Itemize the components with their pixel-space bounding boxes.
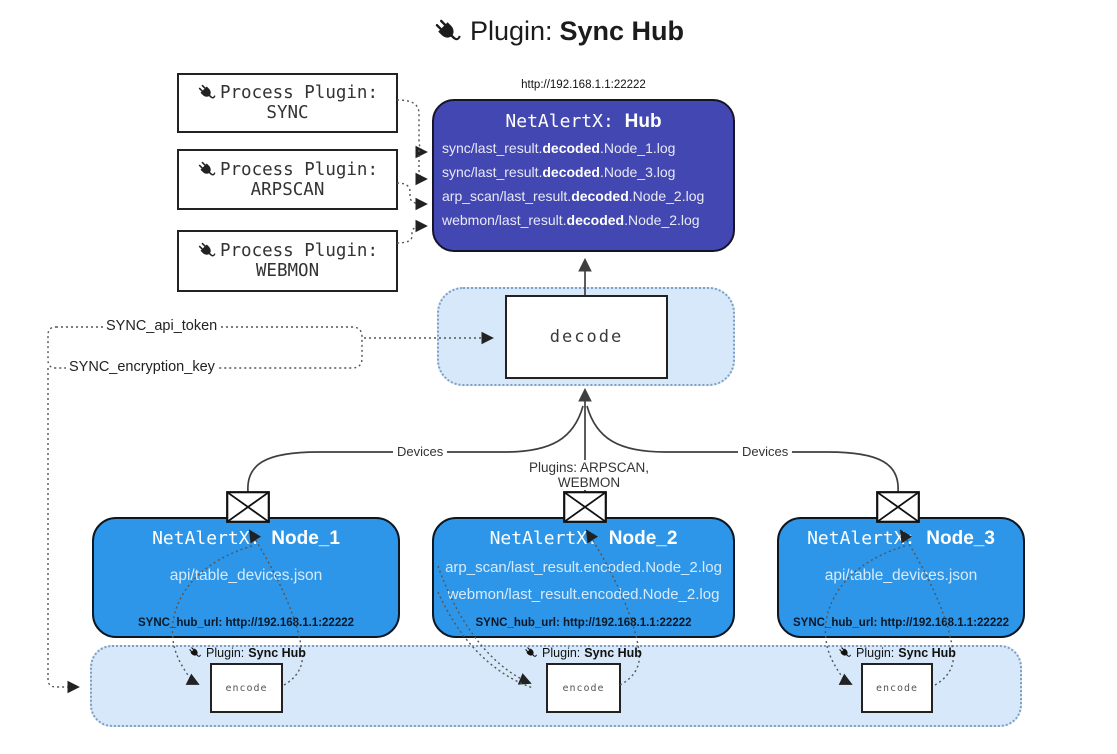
node-file: api/table_devices.json bbox=[169, 567, 323, 584]
encode-box: encode bbox=[546, 663, 621, 713]
log-post: .Node_1.log bbox=[599, 140, 676, 156]
process-plugin-label: Process Plugin: bbox=[219, 241, 379, 261]
encode-box: encode bbox=[210, 663, 283, 713]
log-bold: decoded bbox=[571, 188, 629, 204]
hub-box: NetAlertX: Hub sync/last_result.decoded.… bbox=[432, 99, 735, 252]
decode-box: decode bbox=[505, 295, 668, 379]
log-post: .Node_2.log bbox=[624, 212, 700, 228]
edge-label-devices-left: Devices bbox=[393, 444, 448, 459]
encode-box: encode bbox=[861, 663, 933, 713]
edge-label-devices-right: Devices bbox=[738, 444, 793, 459]
node-hub-url: SYNC_hub_url: http://192.168.1.1:22222 bbox=[137, 617, 355, 629]
node-title-name: Node_3 bbox=[926, 528, 995, 549]
encoder-plugin-name: Sync Hub bbox=[584, 646, 642, 660]
envelope-icon bbox=[563, 491, 607, 523]
encoder-plugin-label: Plugin: Sync Hub bbox=[817, 646, 977, 660]
node-box-node3: NetAlertX: Node_3 api/table_devices.json… bbox=[777, 517, 1025, 638]
encoder-plugin-prefix: Plugin: bbox=[542, 646, 581, 660]
log-post: .Node_3.log bbox=[599, 164, 676, 180]
encoder-plugin-label: Plugin: Sync Hub bbox=[167, 646, 327, 660]
edge-sync-to-log2 bbox=[415, 150, 428, 186]
hub-log-line: arp_scan/last_result.decoded.Node_2.log bbox=[434, 184, 733, 208]
process-plugin-name: SYNC bbox=[266, 103, 309, 123]
node-file: api/table_devices.json bbox=[824, 567, 978, 584]
node-file: webmon/last_result.encoded.Node_2.log bbox=[447, 586, 720, 603]
edge-arpscan-to-log3 bbox=[396, 182, 428, 211]
node-file: arp_scan/last_result.encoded.Node_2.log bbox=[445, 559, 722, 576]
process-plugin-label: Process Plugin: bbox=[219, 83, 379, 103]
envelope-icon bbox=[226, 491, 270, 523]
page-title-name: Sync Hub bbox=[559, 16, 685, 46]
log-pre: sync/last_result. bbox=[442, 140, 543, 156]
encoder-plugin-name: Sync Hub bbox=[248, 646, 306, 660]
edge-label-plugins: Plugins: ARPSCAN, WEBMON bbox=[505, 460, 673, 490]
plug-icon bbox=[197, 241, 217, 261]
envelope-icon bbox=[876, 491, 920, 523]
log-pre: arp_scan/last_result. bbox=[442, 188, 572, 204]
setting-sync-api-token: SYNC_api_token bbox=[103, 318, 221, 334]
node-hub-url: SYNC_hub_url: http://192.168.1.1:22222 bbox=[792, 617, 1010, 629]
process-plugin-name: ARPSCAN bbox=[250, 179, 325, 200]
plug-icon bbox=[197, 83, 217, 103]
node-hub-url: SYNC_hub_url: http://192.168.1.1:22222 bbox=[475, 617, 692, 629]
node-title: NetAlertX: Node_2 bbox=[434, 528, 733, 550]
plug-icon bbox=[433, 17, 463, 47]
edge-settings-to-encoders bbox=[47, 368, 80, 694]
encoder-plugin-prefix: Plugin: bbox=[856, 646, 895, 660]
plug-icon bbox=[838, 646, 852, 660]
node-title-prefix: NetAlertX: bbox=[807, 528, 916, 549]
encoder-plugin-prefix: Plugin: bbox=[206, 646, 245, 660]
hub-title-name: Hub bbox=[624, 111, 662, 132]
plug-icon bbox=[524, 646, 538, 660]
hub-log-line: sync/last_result.decoded.Node_3.log bbox=[434, 160, 733, 184]
node-title: NetAlertX: Node_1 bbox=[94, 528, 398, 550]
log-bold: decoded bbox=[542, 140, 600, 156]
node-title-prefix: NetAlertX: bbox=[489, 528, 598, 549]
hub-title: NetAlertX: Hub bbox=[434, 111, 733, 133]
node-title-prefix: NetAlertX: bbox=[152, 528, 261, 549]
node-title-name: Node_2 bbox=[608, 528, 678, 549]
process-plugin-name: WEBMON bbox=[255, 261, 320, 281]
edge-sync-to-log1 bbox=[396, 99, 428, 159]
log-bold: decoded bbox=[542, 164, 600, 180]
edge-webmon-to-log4 bbox=[396, 219, 428, 244]
log-pre: webmon/last_result. bbox=[442, 212, 567, 228]
process-plugin-box-webmon: Process Plugin: WEBMON bbox=[177, 230, 398, 292]
plug-icon bbox=[197, 160, 217, 180]
page-title-prefix: Plugin: bbox=[469, 16, 553, 46]
log-bold: decoded bbox=[566, 212, 625, 228]
log-pre: sync/last_result. bbox=[442, 164, 543, 180]
setting-sync-encryption-key: SYNC_encryption_key bbox=[66, 359, 218, 375]
node-box-node1: NetAlertX: Node_1 api/table_devices.json… bbox=[92, 517, 400, 638]
node-title: NetAlertX: Node_3 bbox=[779, 528, 1023, 550]
node-title-name: Node_1 bbox=[271, 528, 340, 549]
hub-url: http://192.168.1.1:22222 bbox=[521, 79, 646, 91]
hub-log-line: webmon/last_result.decoded.Node_2.log bbox=[434, 208, 733, 232]
process-plugin-label: Process Plugin: bbox=[219, 159, 379, 180]
page-title: Plugin: Sync Hub bbox=[0, 16, 1117, 47]
encoder-plugin-label: Plugin: Sync Hub bbox=[503, 646, 663, 660]
hub-title-prefix: NetAlertX: bbox=[505, 111, 614, 132]
plug-icon bbox=[188, 646, 202, 660]
log-post: .Node_2.log bbox=[628, 188, 705, 204]
node-box-node2: NetAlertX: Node_2 arp_scan/last_result.e… bbox=[432, 517, 735, 638]
hub-log-line: sync/last_result.decoded.Node_1.log bbox=[434, 136, 733, 160]
encoder-plugin-name: Sync Hub bbox=[898, 646, 956, 660]
process-plugin-box-arpscan: Process Plugin: ARPSCAN bbox=[177, 149, 398, 210]
process-plugin-box-sync: Process Plugin: SYNC bbox=[177, 73, 398, 133]
